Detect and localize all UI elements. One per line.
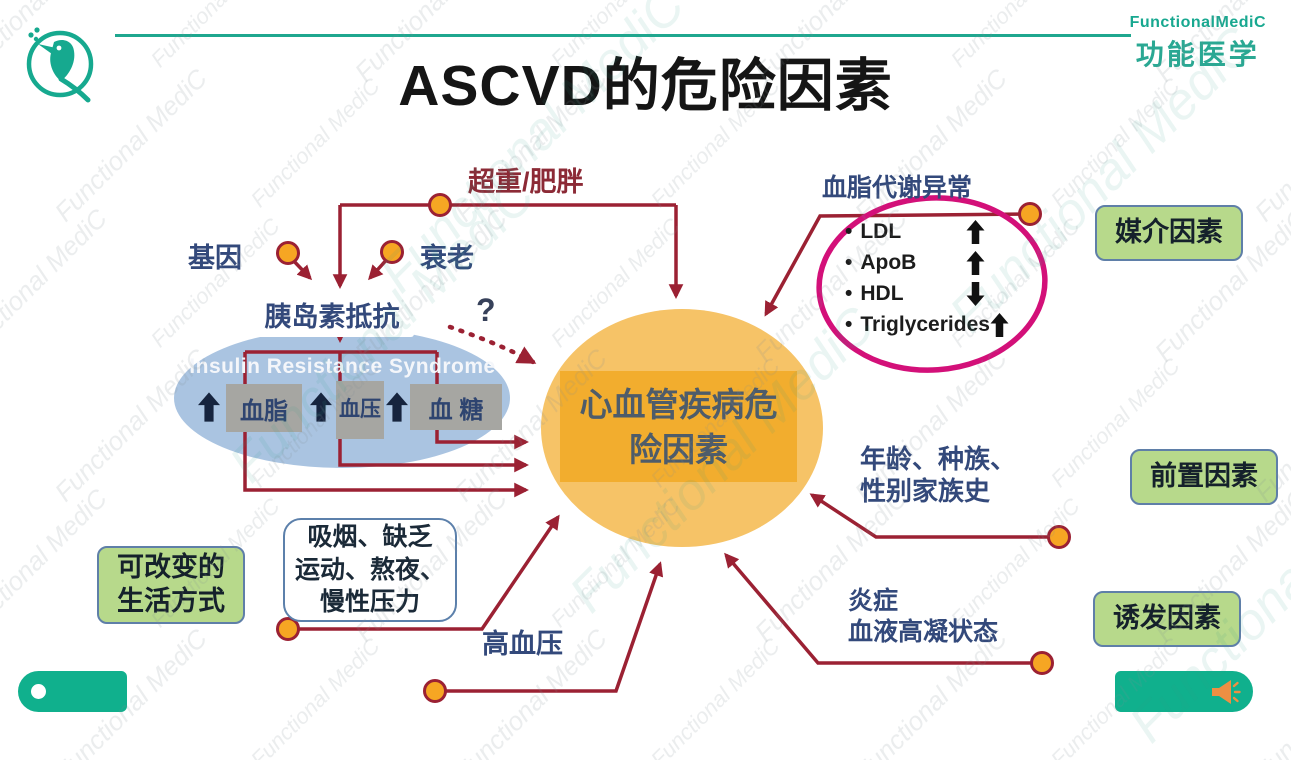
bird-logo-icon	[26, 27, 94, 103]
label-gene: 基因	[188, 243, 242, 273]
lipid-metab-line	[764, 212, 1031, 317]
player-bar-left[interactable]	[18, 671, 127, 712]
label-inflammation-line2: 血液高凝状态	[848, 618, 999, 646]
smoking-line1: 吸烟、缺乏	[307, 523, 433, 552]
brand-logo: FunctionalMediC 功能医学	[1130, 14, 1266, 73]
smoking-lifestyle-box: 吸烟、缺乏 运动、熬夜、 慢性压力	[283, 518, 457, 622]
center-risk-line1: 心血管疾病危	[579, 386, 778, 423]
lipid-item-name: LDL	[860, 219, 902, 243]
blood-glucose-gray-box: 血 糖	[410, 384, 502, 430]
lipid-item-ldl: LDL	[845, 216, 1009, 247]
label-inflammation-line1: 炎症	[848, 587, 899, 615]
question-dotted-arrow	[447, 324, 537, 365]
lipid-gray-box: 血脂	[226, 384, 302, 432]
smoking-line2: 运动、熬夜、	[294, 555, 445, 584]
lipid-item-name: HDL	[860, 281, 904, 305]
brand-name-en: FunctionalMediC	[1129, 14, 1266, 31]
player-dot-icon	[31, 684, 46, 699]
up-arrow-icon	[310, 392, 332, 422]
header-divider	[115, 34, 1131, 37]
up-arrow-icon	[966, 219, 985, 244]
player-bar-right[interactable]	[1115, 671, 1253, 712]
speaker-icon[interactable]	[1209, 677, 1241, 707]
lipid-item-name: ApoB	[860, 250, 917, 274]
blood-pressure-gray-box: 血压	[336, 381, 384, 439]
hypertension-line	[435, 561, 664, 693]
insulin-resistance-box: 胰岛素抵抗	[250, 291, 414, 337]
label-age-race-line1: 年龄、种族、	[860, 444, 1017, 474]
label-lipid-metabolism: 血脂代谢异常	[822, 174, 973, 202]
lipid-item-apob: ApoB	[845, 247, 1009, 278]
lipid-item-triglycerides: Triglycerides	[845, 309, 1009, 340]
lipid-item-name: Triglycerides	[860, 312, 990, 336]
center-inner-rect	[560, 371, 797, 482]
lipid-abnormality-list: LDL ApoB HDL Triglycerides	[845, 216, 1009, 340]
center-risk-label: 心血管疾病危 险因素	[560, 383, 797, 472]
label-inflammation: 炎症 血液高凝状态	[848, 586, 998, 648]
magenta-highlight-ring	[816, 195, 1048, 373]
label-age-race: 年龄、种族、 性别家族史	[860, 444, 1016, 507]
inflammation-line	[724, 552, 1042, 665]
lifestyle-line2: 生活方式	[117, 586, 225, 616]
connector-nodes	[276, 193, 1071, 703]
age-race-line	[809, 493, 1059, 539]
glucose-branch	[435, 352, 529, 450]
label-hypertension: 高血压	[482, 629, 563, 659]
up-arrow-icon	[198, 392, 220, 422]
down-arrow-icon	[966, 281, 985, 306]
brand-name-cn: 功能医学	[1135, 39, 1260, 70]
up-arrow-icon	[990, 312, 1009, 337]
smoking-line	[288, 514, 560, 631]
mediator-factor-box: 媒介因素	[1095, 205, 1243, 261]
page-title: ASCVD的危险因素	[398, 54, 893, 118]
smoking-line3: 慢性压力	[319, 588, 420, 617]
lifestyle-line1: 可改变的	[117, 552, 225, 583]
label-aging: 衰老	[420, 243, 474, 273]
label-overweight: 超重/肥胖	[468, 167, 584, 197]
lipid-item-hdl: HDL	[845, 278, 1009, 309]
lifestyle-factor-box: 可改变的 生活方式	[97, 546, 245, 624]
predisposing-factor-box: 前置因素	[1130, 449, 1278, 505]
up-arrow-icon	[966, 250, 985, 275]
label-question-mark: ?	[476, 292, 496, 328]
label-age-race-line2: 性别家族史	[860, 475, 991, 506]
up-arrow-icon	[386, 392, 408, 422]
center-risk-line2: 险因素	[629, 430, 728, 468]
insulin-syndrome-title: Insulin Resistance Syndrome	[189, 355, 496, 378]
triggering-factor-box: 诱发因素	[1093, 591, 1241, 647]
